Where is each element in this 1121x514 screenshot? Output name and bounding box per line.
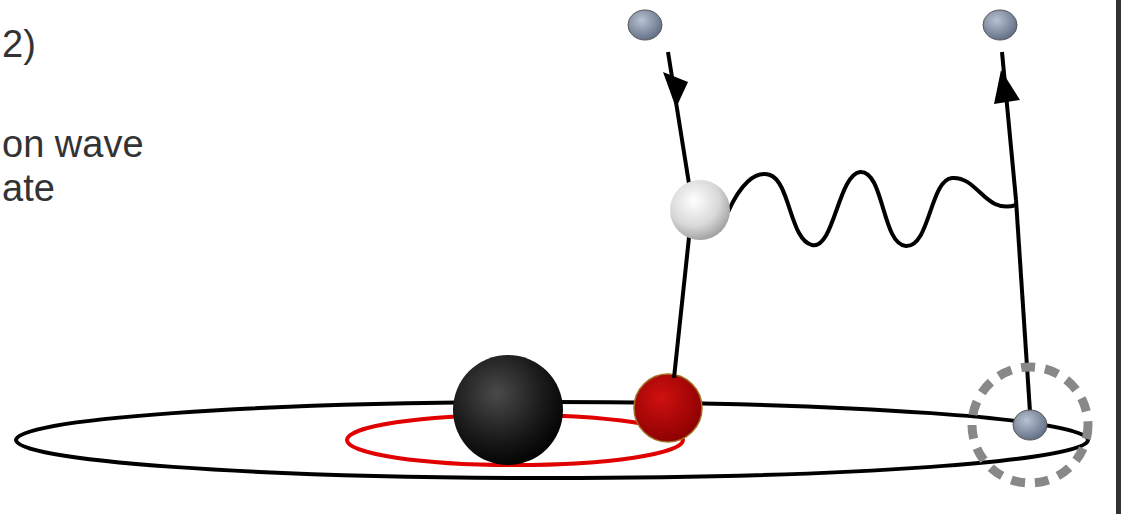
slide-border	[1116, 0, 1121, 514]
photon-path	[674, 228, 690, 378]
photon-path	[1016, 200, 1030, 412]
wavy-photon	[728, 172, 1016, 246]
arrow-head	[994, 70, 1020, 104]
slide-text: ate	[2, 168, 55, 210]
photon-path	[668, 52, 690, 190]
companion-star	[634, 374, 702, 442]
particle	[983, 10, 1017, 40]
slide-text: on wave	[2, 124, 144, 166]
slide-text: 2)	[2, 24, 36, 66]
photon-path	[1002, 52, 1016, 200]
particle	[1013, 410, 1047, 440]
scattering-electron	[670, 180, 730, 240]
arrow-head	[663, 72, 688, 108]
particle	[628, 10, 662, 40]
black-hole	[453, 355, 563, 465]
highlight-circle	[972, 367, 1088, 483]
